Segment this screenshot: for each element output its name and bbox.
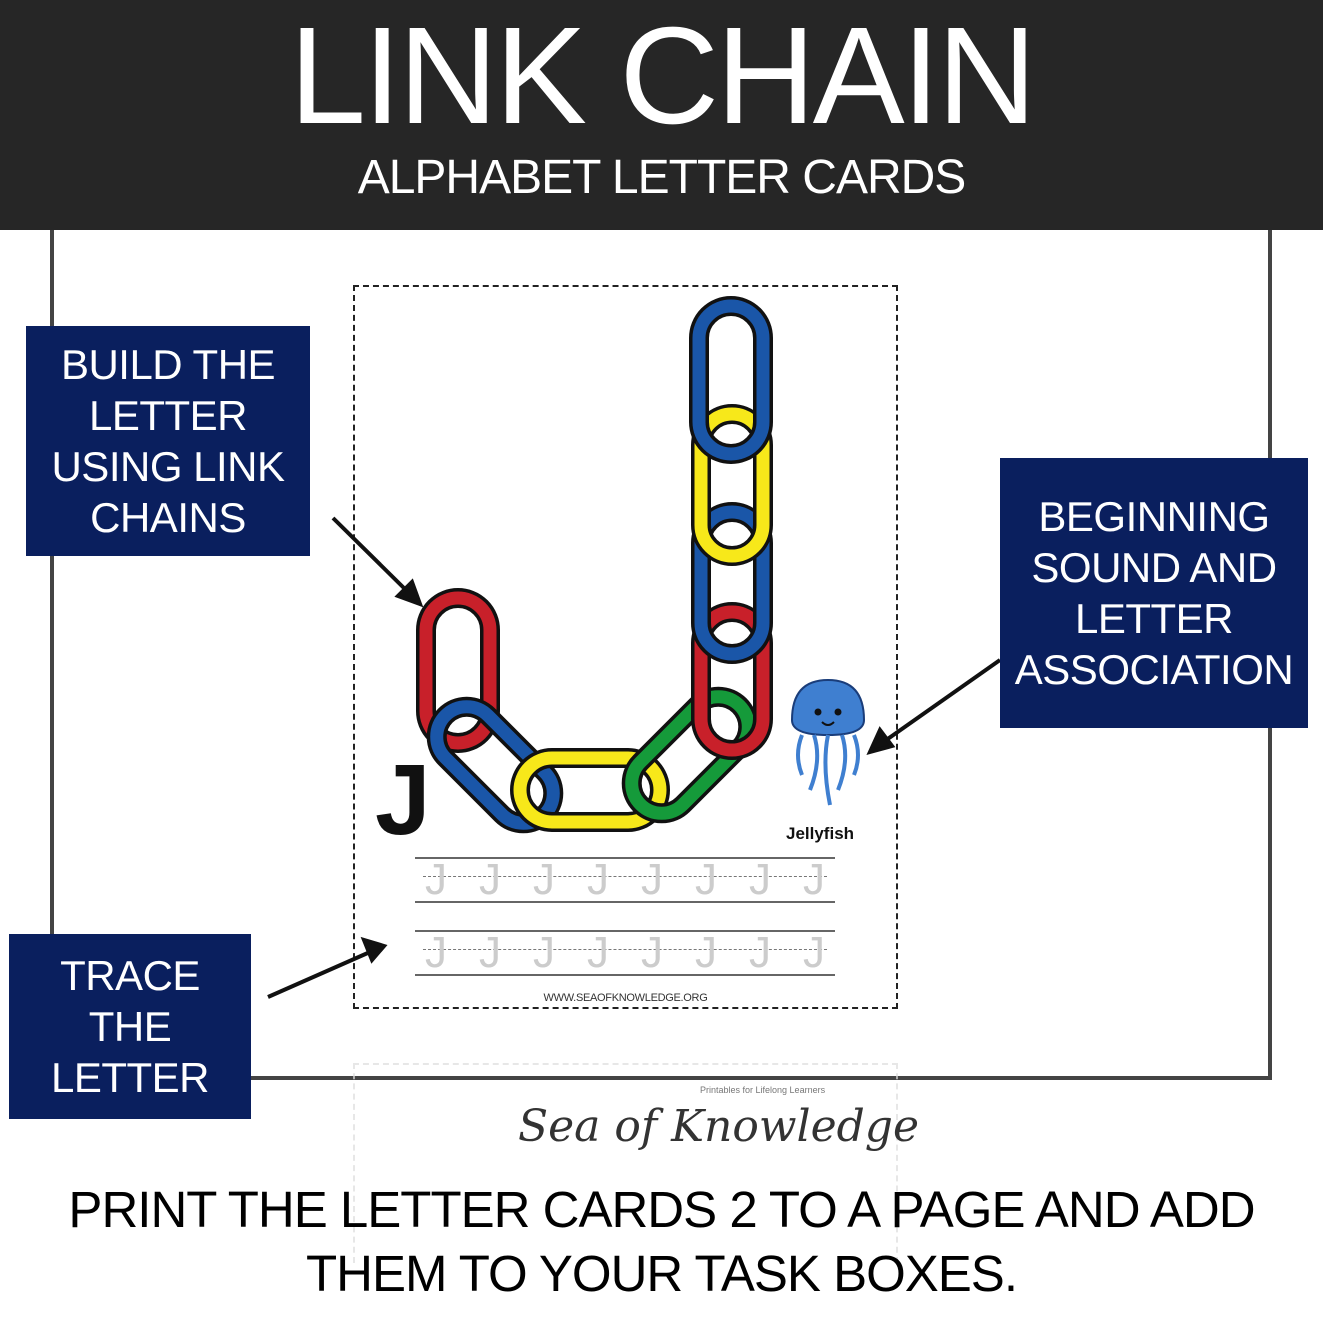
- chain-link: [510, 748, 670, 832]
- trace-letter: J: [533, 855, 555, 904]
- trace-letter: J: [533, 928, 555, 977]
- chain-link: [689, 296, 773, 464]
- trace-letter: J: [425, 855, 447, 904]
- callout-build-text: BUILD THE LETTER USING LINK CHAINS: [51, 341, 285, 541]
- header: LINK CHAIN ALPHABET LETTER CARDS: [0, 0, 1323, 230]
- letter-card: [353, 285, 898, 1009]
- trace-letter: J: [803, 855, 825, 904]
- page-subtitle: ALPHABET LETTER CARDS: [357, 151, 967, 204]
- chain-link: [691, 404, 773, 566]
- trace-letter: J: [587, 855, 609, 904]
- trace-letter: J: [803, 928, 825, 977]
- trace-letter: J: [641, 928, 663, 977]
- arrow-trace-icon: [267, 936, 388, 999]
- trace-letter: J: [587, 928, 609, 977]
- trace-letter: J: [641, 855, 663, 904]
- trace-letter: J: [425, 928, 447, 977]
- trace-letter: J: [749, 855, 771, 904]
- callout-sound: BEGINNING SOUND AND LETTER ASSOCIATION: [1000, 458, 1308, 728]
- page-title: LINK CHAIN: [289, 0, 1037, 153]
- callout-sound-text: BEGINNING SOUND AND LETTER ASSOCIATION: [1014, 493, 1294, 693]
- card-letter: J: [375, 744, 431, 856]
- chain-link: [691, 502, 773, 664]
- callout-trace-text: TRACE THE LETTER: [50, 952, 210, 1101]
- trace-letter: J: [695, 855, 717, 904]
- jellyfish-icon: [790, 678, 866, 806]
- callout-trace: TRACE THE LETTER: [9, 934, 251, 1119]
- card-url: WWW.SEAOFKNOWLEDGE.ORG: [543, 992, 708, 1004]
- chain-link: [691, 602, 773, 760]
- arrow-build-icon: [331, 516, 424, 608]
- card-reflection: [353, 1063, 898, 1263]
- trace-letter: J: [749, 928, 771, 977]
- trace-letter: J: [695, 928, 717, 977]
- logo-tagline: Printables for Lifelong Learners: [700, 1085, 826, 1095]
- chain-link: [621, 686, 759, 824]
- chain-link: [416, 588, 500, 753]
- callout-build: BUILD THE LETTER USING LINK CHAINS: [26, 326, 310, 556]
- arrow-sound-icon: [866, 658, 1002, 756]
- picture-label: Jellyfish: [786, 824, 855, 843]
- trace-letter: J: [479, 928, 501, 977]
- footer-text: PRINT THE LETTER CARDS 2 TO A PAGE AND A…: [0, 1178, 1323, 1306]
- logo: Sea of Knowledge: [518, 1101, 920, 1152]
- footer-label: PRINT THE LETTER CARDS 2 TO A PAGE AND A…: [68, 1181, 1255, 1302]
- trace-letter: J: [479, 855, 501, 904]
